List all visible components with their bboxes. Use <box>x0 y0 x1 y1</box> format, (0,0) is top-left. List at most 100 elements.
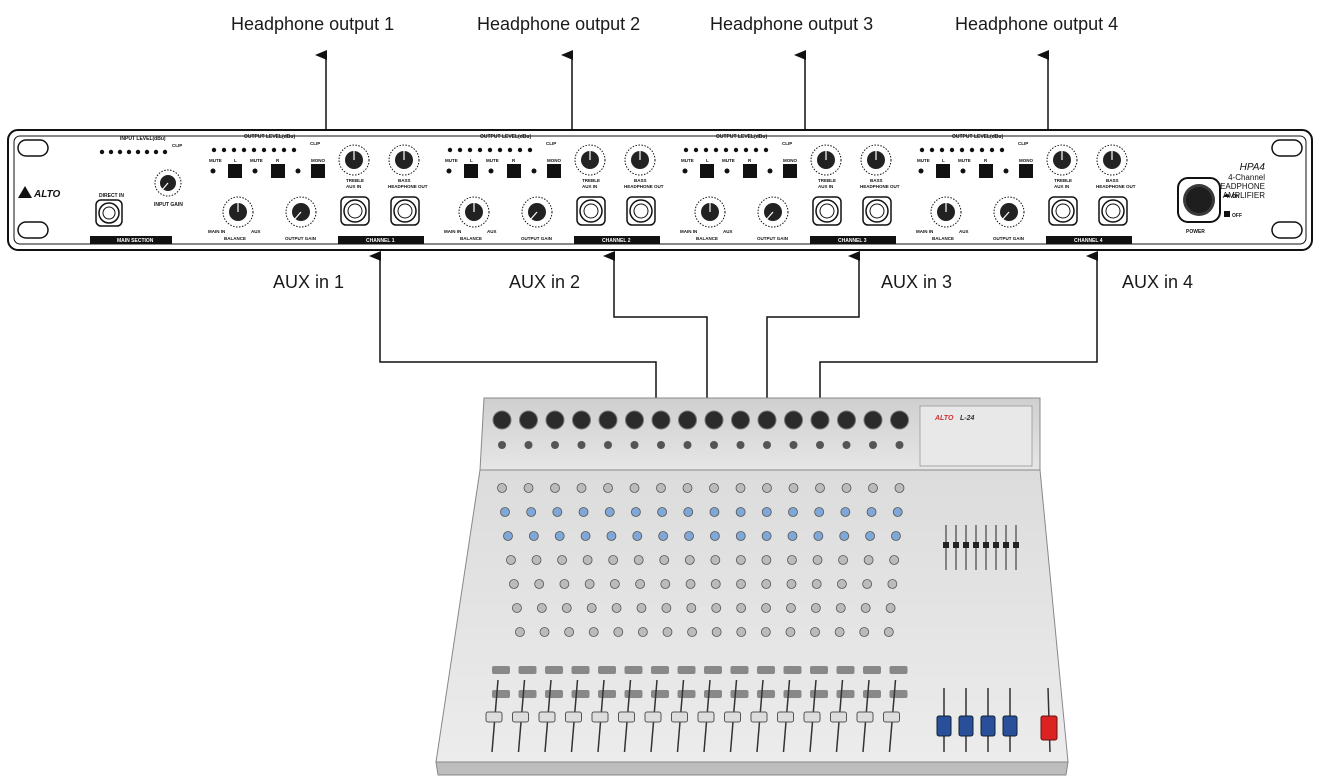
balance-knob[interactable] <box>694 196 726 228</box>
led-icon <box>295 168 301 174</box>
fader-cap-icon <box>565 711 582 723</box>
mixer-knob-icon <box>515 627 525 637</box>
mute-r-button[interactable] <box>271 164 285 178</box>
aux-in-jack[interactable] <box>576 196 606 226</box>
led-icon <box>144 149 150 155</box>
jack-input-icon <box>683 441 692 449</box>
bass-knob[interactable] <box>388 144 420 176</box>
mixer-knob-icon <box>687 627 697 637</box>
rack-hole-icon <box>1271 139 1303 157</box>
mute-r-label: MUTE <box>250 158 263 163</box>
treble-knob[interactable] <box>574 144 606 176</box>
channel-label: CHANNEL 4 <box>1074 238 1103 244</box>
output-gain-knob[interactable] <box>993 196 1025 228</box>
treble-knob[interactable] <box>810 144 842 176</box>
mono-button[interactable] <box>1019 164 1033 178</box>
led-icon <box>979 147 985 153</box>
r-label: R <box>276 158 280 163</box>
balance-knob[interactable] <box>222 196 254 228</box>
aux-in-2-label: AUX in 2 <box>509 272 580 292</box>
xlr-input-icon <box>757 410 777 430</box>
output-gain-knob[interactable] <box>757 196 789 228</box>
mute-l-button[interactable] <box>228 164 242 178</box>
mixer-knob-icon <box>760 627 771 637</box>
led-icon <box>446 168 452 174</box>
mono-button[interactable] <box>547 164 561 178</box>
headphone-out-jack-label: HEADPHONE OUT <box>860 184 900 189</box>
power-switch[interactable] <box>1177 177 1221 223</box>
bass-knob[interactable] <box>860 144 892 176</box>
mixer-knob-icon <box>838 555 848 565</box>
led-icon <box>683 147 689 153</box>
mute-r-label: MUTE <box>486 158 499 163</box>
mixer-knob-icon <box>863 555 874 565</box>
mixer-knob-icon <box>561 603 572 613</box>
channel-bar <box>338 236 424 244</box>
mute-r-button[interactable] <box>507 164 521 178</box>
l-label: L <box>706 158 709 163</box>
graphic-eq-cap-icon <box>1003 542 1009 548</box>
mixer-channel <box>750 410 777 753</box>
led-icon <box>488 168 494 174</box>
mixer-knob-icon <box>557 555 567 565</box>
mixer-button-icon <box>651 690 669 698</box>
mute-r-button[interactable] <box>743 164 757 178</box>
graphic-eq-cap-icon <box>963 542 969 548</box>
xlr-input-icon <box>572 410 591 430</box>
output-gain-knob[interactable] <box>285 196 317 228</box>
mixer-model-label: L-24 <box>960 415 975 422</box>
direct-in-jack[interactable] <box>95 199 123 227</box>
treble-knob[interactable] <box>338 144 370 176</box>
mixer-channel <box>856 410 883 753</box>
aux-in-jack[interactable] <box>1048 196 1078 226</box>
mixer-knob-icon <box>786 603 796 613</box>
graphic-eq-cap-icon <box>953 542 959 548</box>
headphone-out-jack[interactable] <box>626 196 656 226</box>
led-icon <box>733 147 739 153</box>
mixer-knob-icon <box>835 603 846 613</box>
bass-knob[interactable] <box>624 144 656 176</box>
aux-in-jack[interactable] <box>812 196 842 226</box>
headphone-out-jack[interactable] <box>1098 196 1128 226</box>
bass-knob[interactable] <box>1096 144 1128 176</box>
channel-bar <box>810 236 896 244</box>
mono-button[interactable] <box>311 164 325 178</box>
on-label: ON <box>1232 194 1240 200</box>
fader-cap-icon <box>803 711 821 723</box>
treble-knob[interactable] <box>1046 144 1078 176</box>
mixer-knob-icon <box>815 483 825 493</box>
input-gain-knob[interactable] <box>154 169 182 197</box>
mixer-master-faders <box>936 525 1058 753</box>
balance-knob[interactable] <box>458 196 490 228</box>
output-gain-knob[interactable] <box>521 196 553 228</box>
output-gain-label: OUTPUT GAIN <box>757 236 788 241</box>
aux-in-1-label: AUX in 1 <box>273 272 344 292</box>
mute-l-button[interactable] <box>700 164 714 178</box>
mute-l-button[interactable] <box>464 164 478 178</box>
aux-in-3-label: AUX in 3 <box>881 272 952 292</box>
mixer-info-panel <box>919 405 1033 467</box>
headphone-out-jack[interactable] <box>862 196 892 226</box>
balance-knob[interactable] <box>930 196 962 228</box>
mute-r-button[interactable] <box>979 164 993 178</box>
mixer-knob-icon <box>686 603 697 613</box>
mute-l-button[interactable] <box>936 164 950 178</box>
mixer-knob-icon <box>761 579 772 589</box>
mixer-knob-icon <box>564 627 575 637</box>
led-icon <box>703 147 709 153</box>
channel-label: CHANNEL 2 <box>602 238 631 244</box>
fader-cap-icon <box>512 711 529 723</box>
channel-bar <box>1046 236 1132 244</box>
headphone-out-jack[interactable] <box>390 196 420 226</box>
mixer-knob-icon <box>736 627 747 637</box>
aux-in-jack-label: AUX IN <box>1054 184 1069 189</box>
mixer-button-icon <box>863 666 881 674</box>
rack-hole-icon <box>17 139 49 157</box>
aux-in-jack[interactable] <box>340 196 370 226</box>
mixer-knob-icon <box>786 579 797 589</box>
led-icon <box>221 147 227 153</box>
mixer-knob-icon <box>788 483 799 493</box>
led-icon <box>252 168 258 174</box>
mixer-button-icon <box>677 666 696 674</box>
mono-button[interactable] <box>783 164 797 178</box>
